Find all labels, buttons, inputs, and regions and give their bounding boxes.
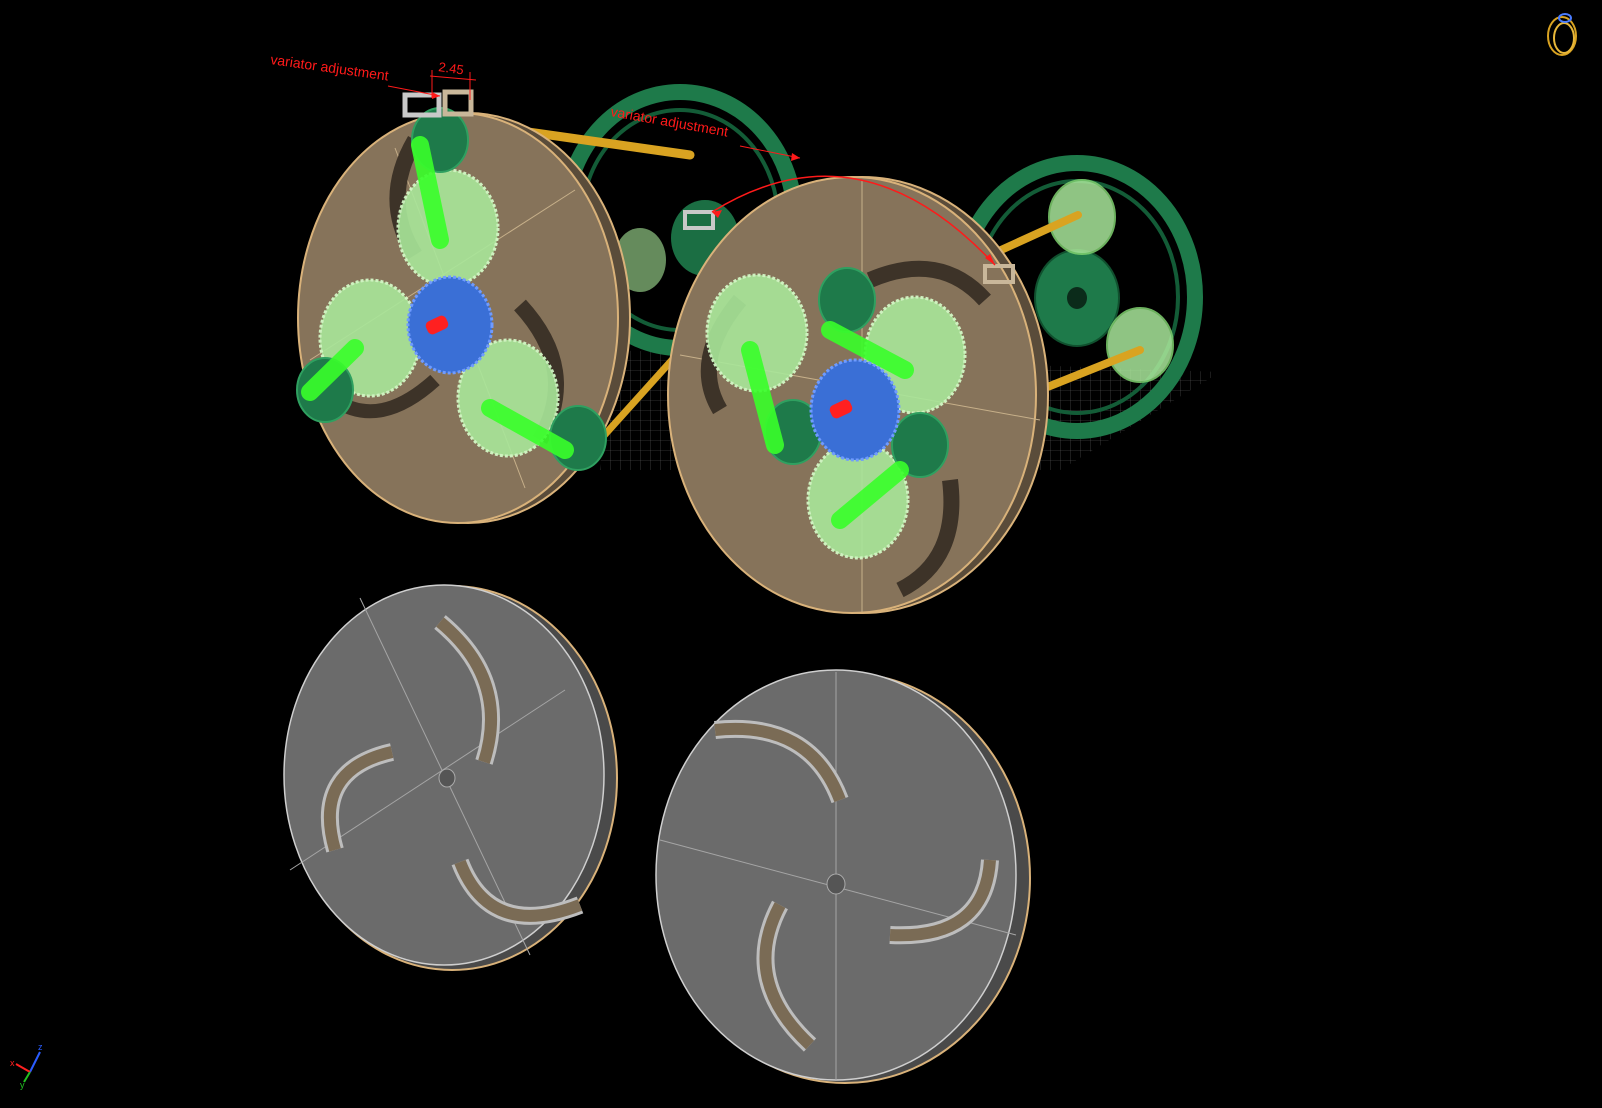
viewcube-ring-icon[interactable] [1547,13,1577,56]
axis-z-label: z [38,1042,43,1052]
axis-y-label: y [20,1080,25,1090]
lower-plate-right[interactable] [655,669,1031,1084]
left-arms[interactable] [301,136,574,459]
lower-plate-left[interactable] [283,584,618,971]
right-arms[interactable] [741,321,914,529]
dimension-annotation: 2.45 [429,59,477,100]
left-sun-gear[interactable] [406,275,494,375]
ring-gear-right-back[interactable] [951,155,1203,439]
axis-x-label: x [10,1058,15,1068]
variator-clips[interactable] [402,89,1015,284]
right-sun-gear[interactable] [809,358,901,462]
dimension-label: 2.45 [438,59,465,77]
ucs-axis-icon: z x y [10,1042,43,1090]
annotation-variator-left: variator adjustment [270,51,441,99]
annotation-label: variator adjustment [270,51,390,83]
